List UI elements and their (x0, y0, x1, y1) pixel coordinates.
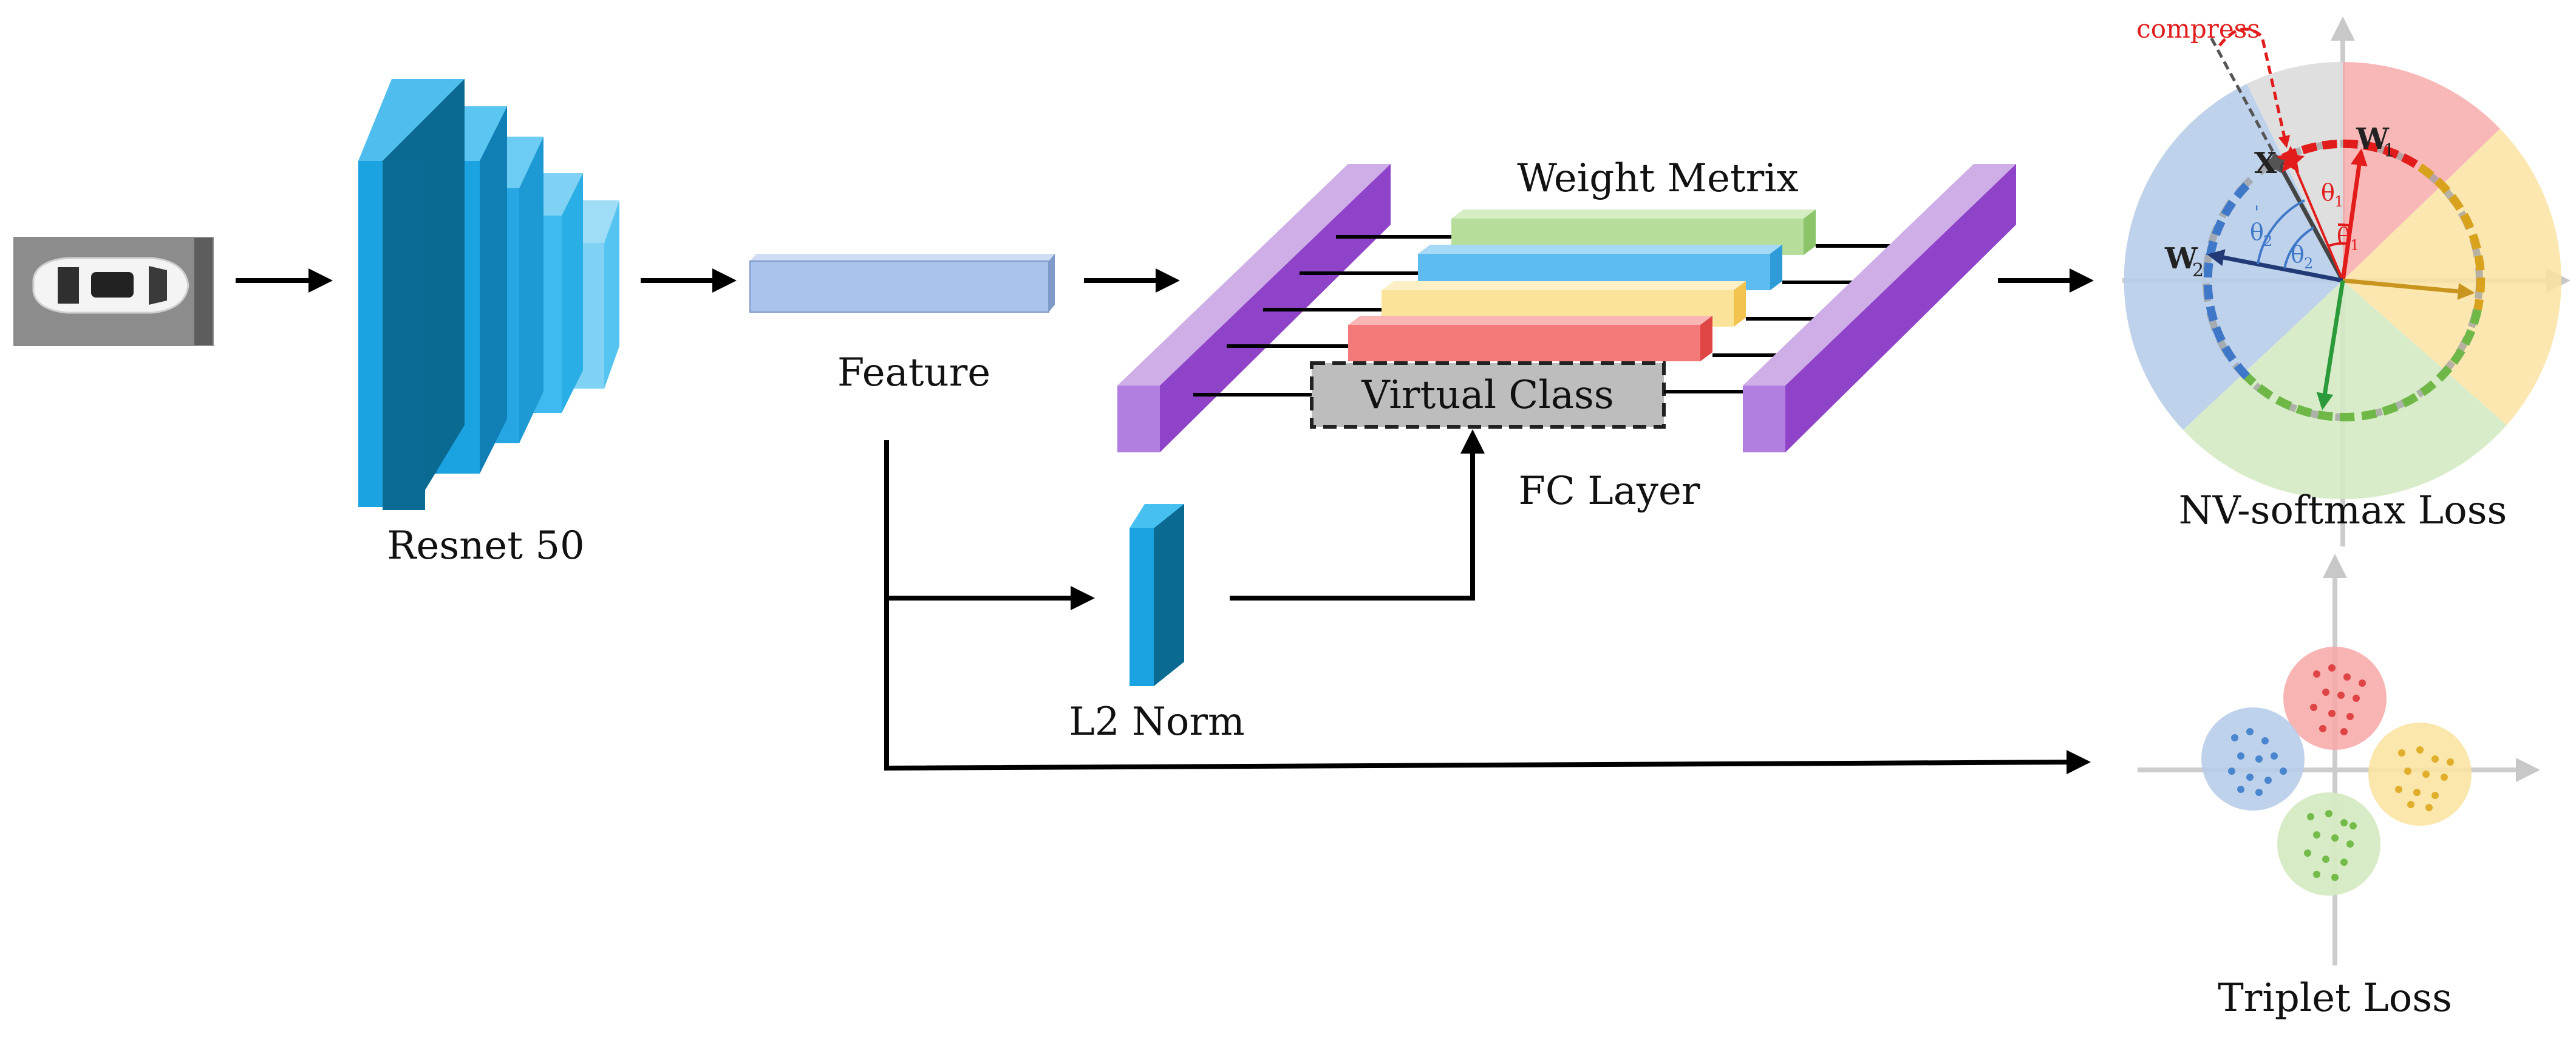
arrow-feature-to-triplet (884, 598, 2091, 775)
svg-text:': ' (2254, 202, 2259, 223)
symbol-theta1-inner: θ 1 (2337, 223, 2359, 254)
svg-text:2: 2 (2304, 255, 2313, 272)
l2-norm-label: L2 Norm (1069, 700, 1244, 744)
fc-layer-label: FC Layer (1519, 469, 1700, 514)
nv-softmax-label: NV-softmax Loss (2179, 488, 2507, 533)
resnet-label: Resnet 50 (387, 523, 585, 568)
svg-text:θ: θ (2337, 223, 2351, 250)
svg-text:θ: θ (2291, 241, 2305, 268)
svg-text:1: 1 (2334, 193, 2343, 210)
sector-green (2183, 281, 2507, 500)
symbol-theta1-outer: θ 1 (2321, 179, 2343, 210)
arrow-l2norm-to-virtual-class (1230, 429, 1485, 601)
fc-connections-left (1193, 235, 1451, 397)
resnet50-block (358, 79, 619, 510)
vector-w2 (2207, 249, 2343, 283)
virtual-class-box (1310, 361, 1666, 429)
fc-output-slab (1743, 164, 2016, 452)
symbol-w2: W 2 (2164, 242, 2204, 281)
compress-arrow (2218, 27, 2291, 148)
symbol-theta2: θ 2 (2291, 241, 2313, 272)
svg-text:W: W (2356, 122, 2390, 156)
l2-norm-block (1130, 504, 1184, 686)
symbol-theta2-prime: θ 2 ' (2250, 202, 2272, 250)
nv-softmax-plot (2122, 16, 2571, 546)
triplet-loss-label: Triplet Loss (2218, 976, 2452, 1021)
sector-yellow (2343, 129, 2561, 425)
resnet-layer-1 (358, 79, 465, 510)
input-car-image (13, 237, 214, 346)
vector-w1 (2340, 148, 2368, 281)
virtual-class-label: Virtual Class (1361, 373, 1613, 418)
svg-text:1: 1 (2350, 237, 2359, 254)
cluster-yellow (2368, 723, 2472, 826)
fc-layer: Virtual Class (1117, 164, 2016, 452)
vector-green (2316, 280, 2345, 410)
feature-label: Feature (837, 350, 990, 395)
svg-text:θ: θ (2321, 179, 2335, 206)
svg-text:2: 2 (2192, 260, 2204, 281)
symbol-x: X (2254, 146, 2277, 180)
triplet-plot (2138, 554, 2540, 965)
compress-label: compress (2136, 14, 2260, 44)
cluster-red (2283, 647, 2387, 750)
cluster-green (2277, 792, 2380, 896)
symbol-w1: W 1 (2356, 122, 2395, 162)
svg-text:W: W (2164, 242, 2198, 276)
arrow-feature-to-l2norm (884, 440, 1095, 610)
svg-text:1: 1 (2383, 140, 2395, 162)
weight-bar-red (1348, 316, 1712, 361)
vector-x (2272, 152, 2345, 282)
svg-text:2: 2 (2263, 233, 2272, 250)
weight-matrix-label: Weight Metrix (1517, 156, 1798, 201)
cluster-blue (2201, 707, 2305, 811)
svg-text:θ: θ (2250, 219, 2264, 245)
vector-yellow (2342, 278, 2475, 300)
feature-vector (749, 254, 1055, 313)
